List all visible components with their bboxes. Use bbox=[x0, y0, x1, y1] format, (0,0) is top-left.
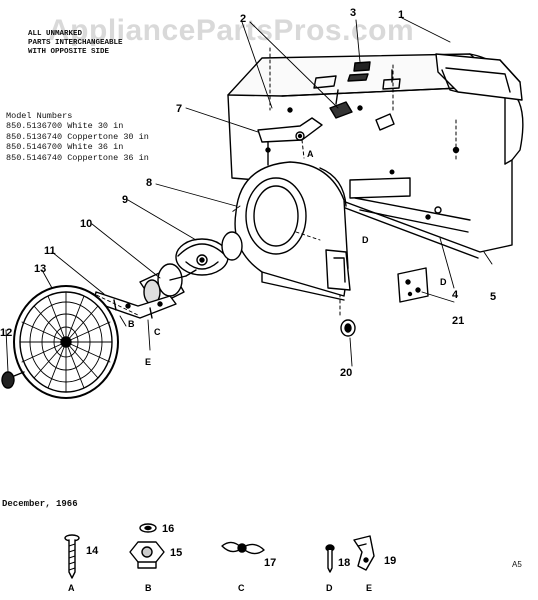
nut-15 bbox=[129, 541, 165, 569]
washer-16 bbox=[139, 523, 157, 533]
blower-housing bbox=[234, 161, 351, 301]
callout-8: 8 bbox=[146, 177, 153, 189]
callout-1: 1 bbox=[398, 9, 405, 21]
callout-2: 2 bbox=[240, 13, 247, 25]
callout-18: 18 bbox=[338, 557, 351, 569]
model-line-1: 850.5136700 White 30 in bbox=[6, 121, 124, 132]
callout-19: 19 bbox=[384, 555, 397, 567]
diagram-code: A5 bbox=[512, 560, 522, 569]
watermark: AppliancePartsPros.com bbox=[48, 14, 415, 47]
callout-3: 3 bbox=[350, 7, 357, 19]
note-line-2: PARTS INTERCHANGEABLE bbox=[28, 39, 123, 47]
callout-14: 14 bbox=[86, 545, 99, 557]
letter-b-hardware: B bbox=[145, 583, 152, 593]
interchangeable-note: ALL UNMARKED PARTS INTERCHANGEABLE WITH … bbox=[28, 30, 123, 57]
letter-e-mount: E bbox=[145, 357, 152, 367]
letter-d-clip: D bbox=[440, 277, 447, 287]
callout-21: 21 bbox=[452, 315, 465, 327]
letter-d-hardware: D bbox=[326, 583, 333, 593]
callout-4: 4 bbox=[452, 289, 459, 301]
note-line-1: ALL UNMARKED bbox=[28, 30, 83, 38]
callout-17: 17 bbox=[264, 557, 277, 569]
letter-b-mount: B bbox=[128, 319, 135, 329]
grille-knob bbox=[1, 371, 25, 389]
model-line-4: 850.5146740 Coppertone 36 in bbox=[6, 152, 149, 163]
callout-11: 11 bbox=[44, 245, 56, 257]
damper-clip bbox=[397, 267, 429, 303]
callout-13: 13 bbox=[34, 263, 47, 275]
motor-bracket bbox=[257, 117, 323, 159]
wing-nut-17 bbox=[221, 541, 265, 555]
callout-15: 15 bbox=[170, 547, 183, 559]
grommet bbox=[340, 319, 356, 337]
fan-blade bbox=[175, 231, 243, 276]
callout-20: 20 bbox=[340, 367, 353, 379]
callout-10: 10 bbox=[80, 218, 93, 230]
blower-motor bbox=[139, 263, 197, 307]
letter-c-mount: C bbox=[154, 327, 161, 337]
callout-12: 12 bbox=[0, 327, 13, 339]
diagram-date: December, 1966 bbox=[2, 499, 78, 509]
letter-e-hardware: E bbox=[366, 583, 373, 593]
clip-19 bbox=[353, 535, 375, 571]
callout-16: 16 bbox=[162, 523, 175, 535]
note-line-3: WITH OPPOSITE SIDE bbox=[28, 48, 110, 56]
model-numbers-heading: Model Numbers bbox=[6, 111, 73, 121]
model-numbers: Model Numbers 850.5136700 White 30 in 85… bbox=[6, 111, 149, 163]
fan-grille bbox=[13, 285, 119, 399]
letter-a-hardware: A bbox=[68, 583, 75, 593]
letter-c-hardware: C bbox=[238, 583, 245, 593]
letter-d-top: D bbox=[362, 235, 369, 245]
callout-5: 5 bbox=[490, 291, 497, 303]
model-line-3: 850.5146700 White 36 in bbox=[6, 142, 124, 153]
leader-lines bbox=[5, 17, 493, 373]
vent-damper bbox=[435, 53, 523, 101]
model-line-2: 850.5136740 Coppertone 30 in bbox=[6, 131, 149, 142]
callout-7: 7 bbox=[176, 103, 183, 115]
callout-9: 9 bbox=[122, 194, 129, 206]
screw-14 bbox=[64, 534, 80, 579]
screw-18 bbox=[325, 544, 335, 573]
letter-a-top: A bbox=[307, 149, 314, 159]
